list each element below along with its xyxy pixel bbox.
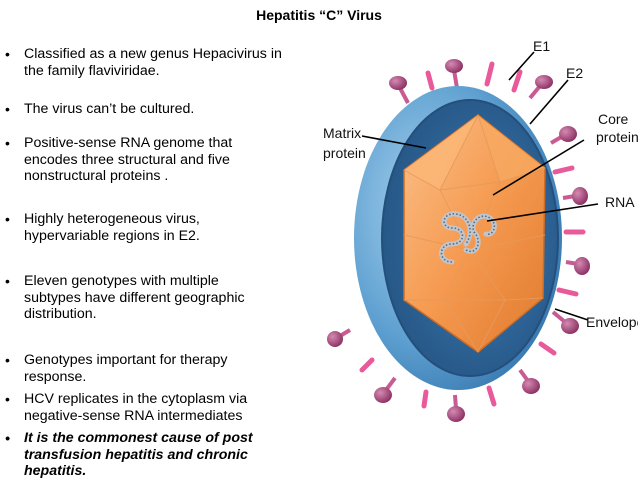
e1-spike <box>528 75 553 100</box>
bullet-dot: • <box>5 391 10 407</box>
leader-lines <box>361 51 599 321</box>
bullet-line: Eleven genotypes with multiple <box>24 273 219 289</box>
matrix-leader <box>361 135 427 149</box>
e1-spike <box>562 187 588 205</box>
bullet-line: The virus can’t be cultured. <box>24 101 195 117</box>
bullet-line: hypervariable regions in E2. <box>24 227 200 244</box>
page-title: Hepatitis “C” Virus <box>256 7 382 23</box>
e1-spike <box>327 328 352 347</box>
bullet-line: nonstructural proteins . <box>24 168 169 184</box>
e2-spike <box>552 165 575 175</box>
rna-strand <box>439 211 497 265</box>
label-rna: RNA <box>605 194 635 210</box>
bullet-classification: • Classified as a new genus Hepacivirus … <box>5 46 282 79</box>
bullet-line: Classified as a new genus Hepacivirus in <box>24 46 282 62</box>
bullet-dot: • <box>5 273 10 289</box>
envelope-leader <box>554 308 589 321</box>
bullet-line: Genotypes important for therapy <box>24 352 228 368</box>
e2-spike <box>425 70 435 91</box>
e2-spike <box>486 385 497 407</box>
bullet-line: negative-sense RNA intermediates <box>24 407 243 424</box>
bullet-transfusion: • It is the commonest cause of post tran… <box>5 430 253 479</box>
e1-spike <box>389 76 410 104</box>
e1-spike <box>565 257 590 275</box>
e1-leader <box>508 51 535 81</box>
bullet-replication: • HCV replicates in the cytoplasm via ne… <box>5 391 248 424</box>
e2-leader <box>529 79 569 125</box>
e2-spike <box>484 61 495 87</box>
label-matrix-2: protein <box>323 145 366 161</box>
core-leader <box>492 139 585 196</box>
rna-leader <box>486 203 599 222</box>
bullet-line: transfusion hepatitis and chronic <box>24 446 248 463</box>
e2-spike <box>538 341 557 356</box>
e2-spike <box>421 389 429 409</box>
bullet-dot: • <box>5 135 10 151</box>
bullet-list: • Classified as a new genus Hepacivirus … <box>5 46 282 479</box>
label-e2: E2 <box>566 65 583 81</box>
bullet-genome: • Positive-sense RNA genome that encodes… <box>5 135 233 185</box>
bullet-therapy: • Genotypes important for therapy respon… <box>5 352 228 385</box>
e2-spike <box>359 357 375 373</box>
bullet-line: the family flaviviridae. <box>24 62 160 79</box>
matrix-rim <box>381 99 559 377</box>
bullet-dot: • <box>5 430 10 446</box>
bullet-dot: • <box>5 101 10 117</box>
label-e1: E1 <box>533 38 550 54</box>
e1-spike <box>447 394 465 422</box>
bullet-line: hepatitis. <box>24 463 87 479</box>
e2-spike <box>556 287 579 297</box>
bullet-dot: • <box>5 352 10 368</box>
bullet-line: It is the commonest cause of post <box>24 430 253 446</box>
bullet-genotypes: • Eleven genotypes with multiple subtype… <box>5 273 245 323</box>
label-core-1: Core <box>598 111 629 127</box>
e1-spike <box>445 59 463 89</box>
bullet-line: Highly heterogeneous virus, <box>24 211 200 227</box>
envelope-spikes <box>327 59 590 422</box>
bullet-line: HCV replicates in the cytoplasm via <box>24 391 248 407</box>
e1-spike <box>551 310 579 334</box>
bullet-line: response. <box>24 368 87 385</box>
bullet-line: Positive-sense RNA genome that <box>24 135 233 151</box>
bullet-culture: • The virus can’t be cultured. <box>5 101 195 118</box>
bullet-dot: • <box>5 211 10 227</box>
label-core-2: protein <box>596 129 638 145</box>
e1-spike <box>374 376 397 403</box>
e2-spike <box>511 69 523 93</box>
label-matrix-1: Matrix <box>323 125 361 141</box>
e1-spike <box>549 126 577 145</box>
e1-spike <box>518 368 540 394</box>
bullet-line: distribution. <box>24 306 97 322</box>
bullet-heterogeneity: • Highly heterogeneous virus, hypervaria… <box>5 211 200 244</box>
bullet-dot: • <box>5 46 10 62</box>
bullet-line: subtypes have different geographic <box>24 289 245 306</box>
bullet-line: encodes three structural and five <box>24 151 230 168</box>
label-envelope: Envelope <box>586 314 638 330</box>
